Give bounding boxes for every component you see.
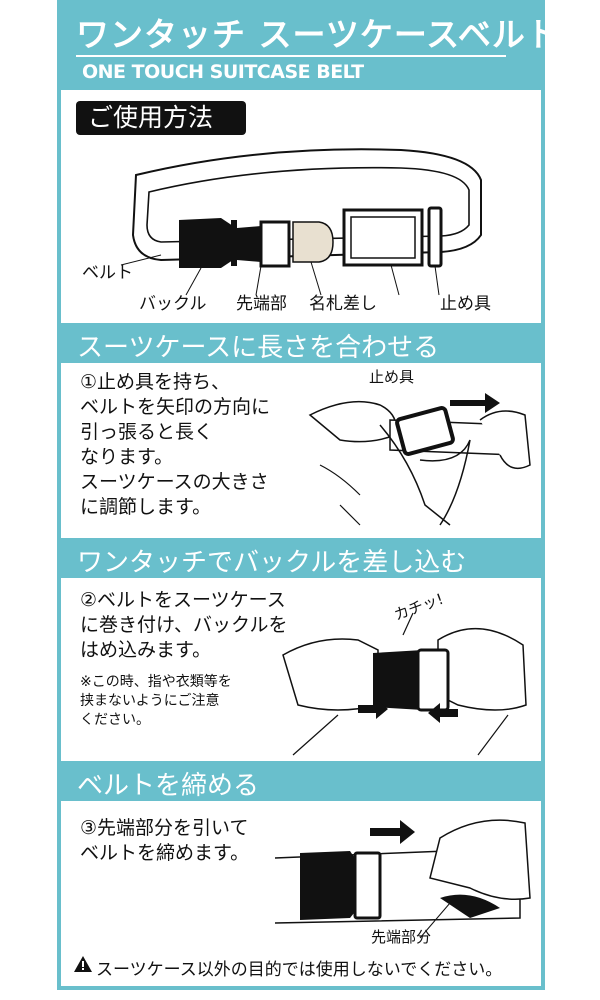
- section-1-title: スーツケースに長さを合わせる: [77, 333, 440, 363]
- section-2-text: ②ベルトをスーツケース に巻き付け、バックルを はめ込みます。: [80, 589, 288, 661]
- header-banner: [61, 4, 541, 90]
- section-3-title: ベルトを締める: [77, 771, 260, 801]
- tip-callout: 先端部分: [371, 928, 432, 946]
- warning-triangle-icon: [74, 956, 92, 972]
- page-title: ワンタッチ スーツケースベルト: [76, 15, 560, 54]
- section-1-text: ①止め具を持ち、 ベルトを矢印の方向に 引っ張ると長く なります。 スーツケース…: [80, 371, 271, 518]
- section-2-title: ワンタッチでバックルを差し込む: [77, 548, 467, 578]
- page-subtitle: ONE TOUCH SUITCASE BELT: [82, 61, 364, 83]
- usage-label: ご使用方法: [76, 101, 246, 135]
- footer-warning: スーツケース以外の目的では使用しないでください。: [96, 960, 503, 980]
- label-name-tag: 名札差し: [309, 294, 377, 314]
- label-tip: 先端部: [236, 294, 287, 314]
- section-3-bar: [61, 761, 541, 801]
- belt-diagram: [120, 148, 482, 296]
- section-2-bar: [61, 538, 541, 578]
- header-divider: [76, 55, 506, 57]
- section-2-note: ※この時、指や衣類等を 挟まないようにご注意 ください。: [80, 674, 232, 728]
- stopper-callout: 止め具: [369, 368, 415, 386]
- label-buckle: バックル: [139, 294, 207, 314]
- buckle-illustration: [282, 612, 527, 756]
- section-3-text: ③先端部分を引いて ベルトを締めます。: [80, 817, 250, 864]
- section-1-bar: [61, 323, 541, 363]
- tighten-illustration: [274, 819, 531, 939]
- label-stopper: 止め具: [440, 294, 491, 314]
- label-belt: ベルト: [82, 263, 133, 283]
- adjust-illustration: [308, 393, 531, 526]
